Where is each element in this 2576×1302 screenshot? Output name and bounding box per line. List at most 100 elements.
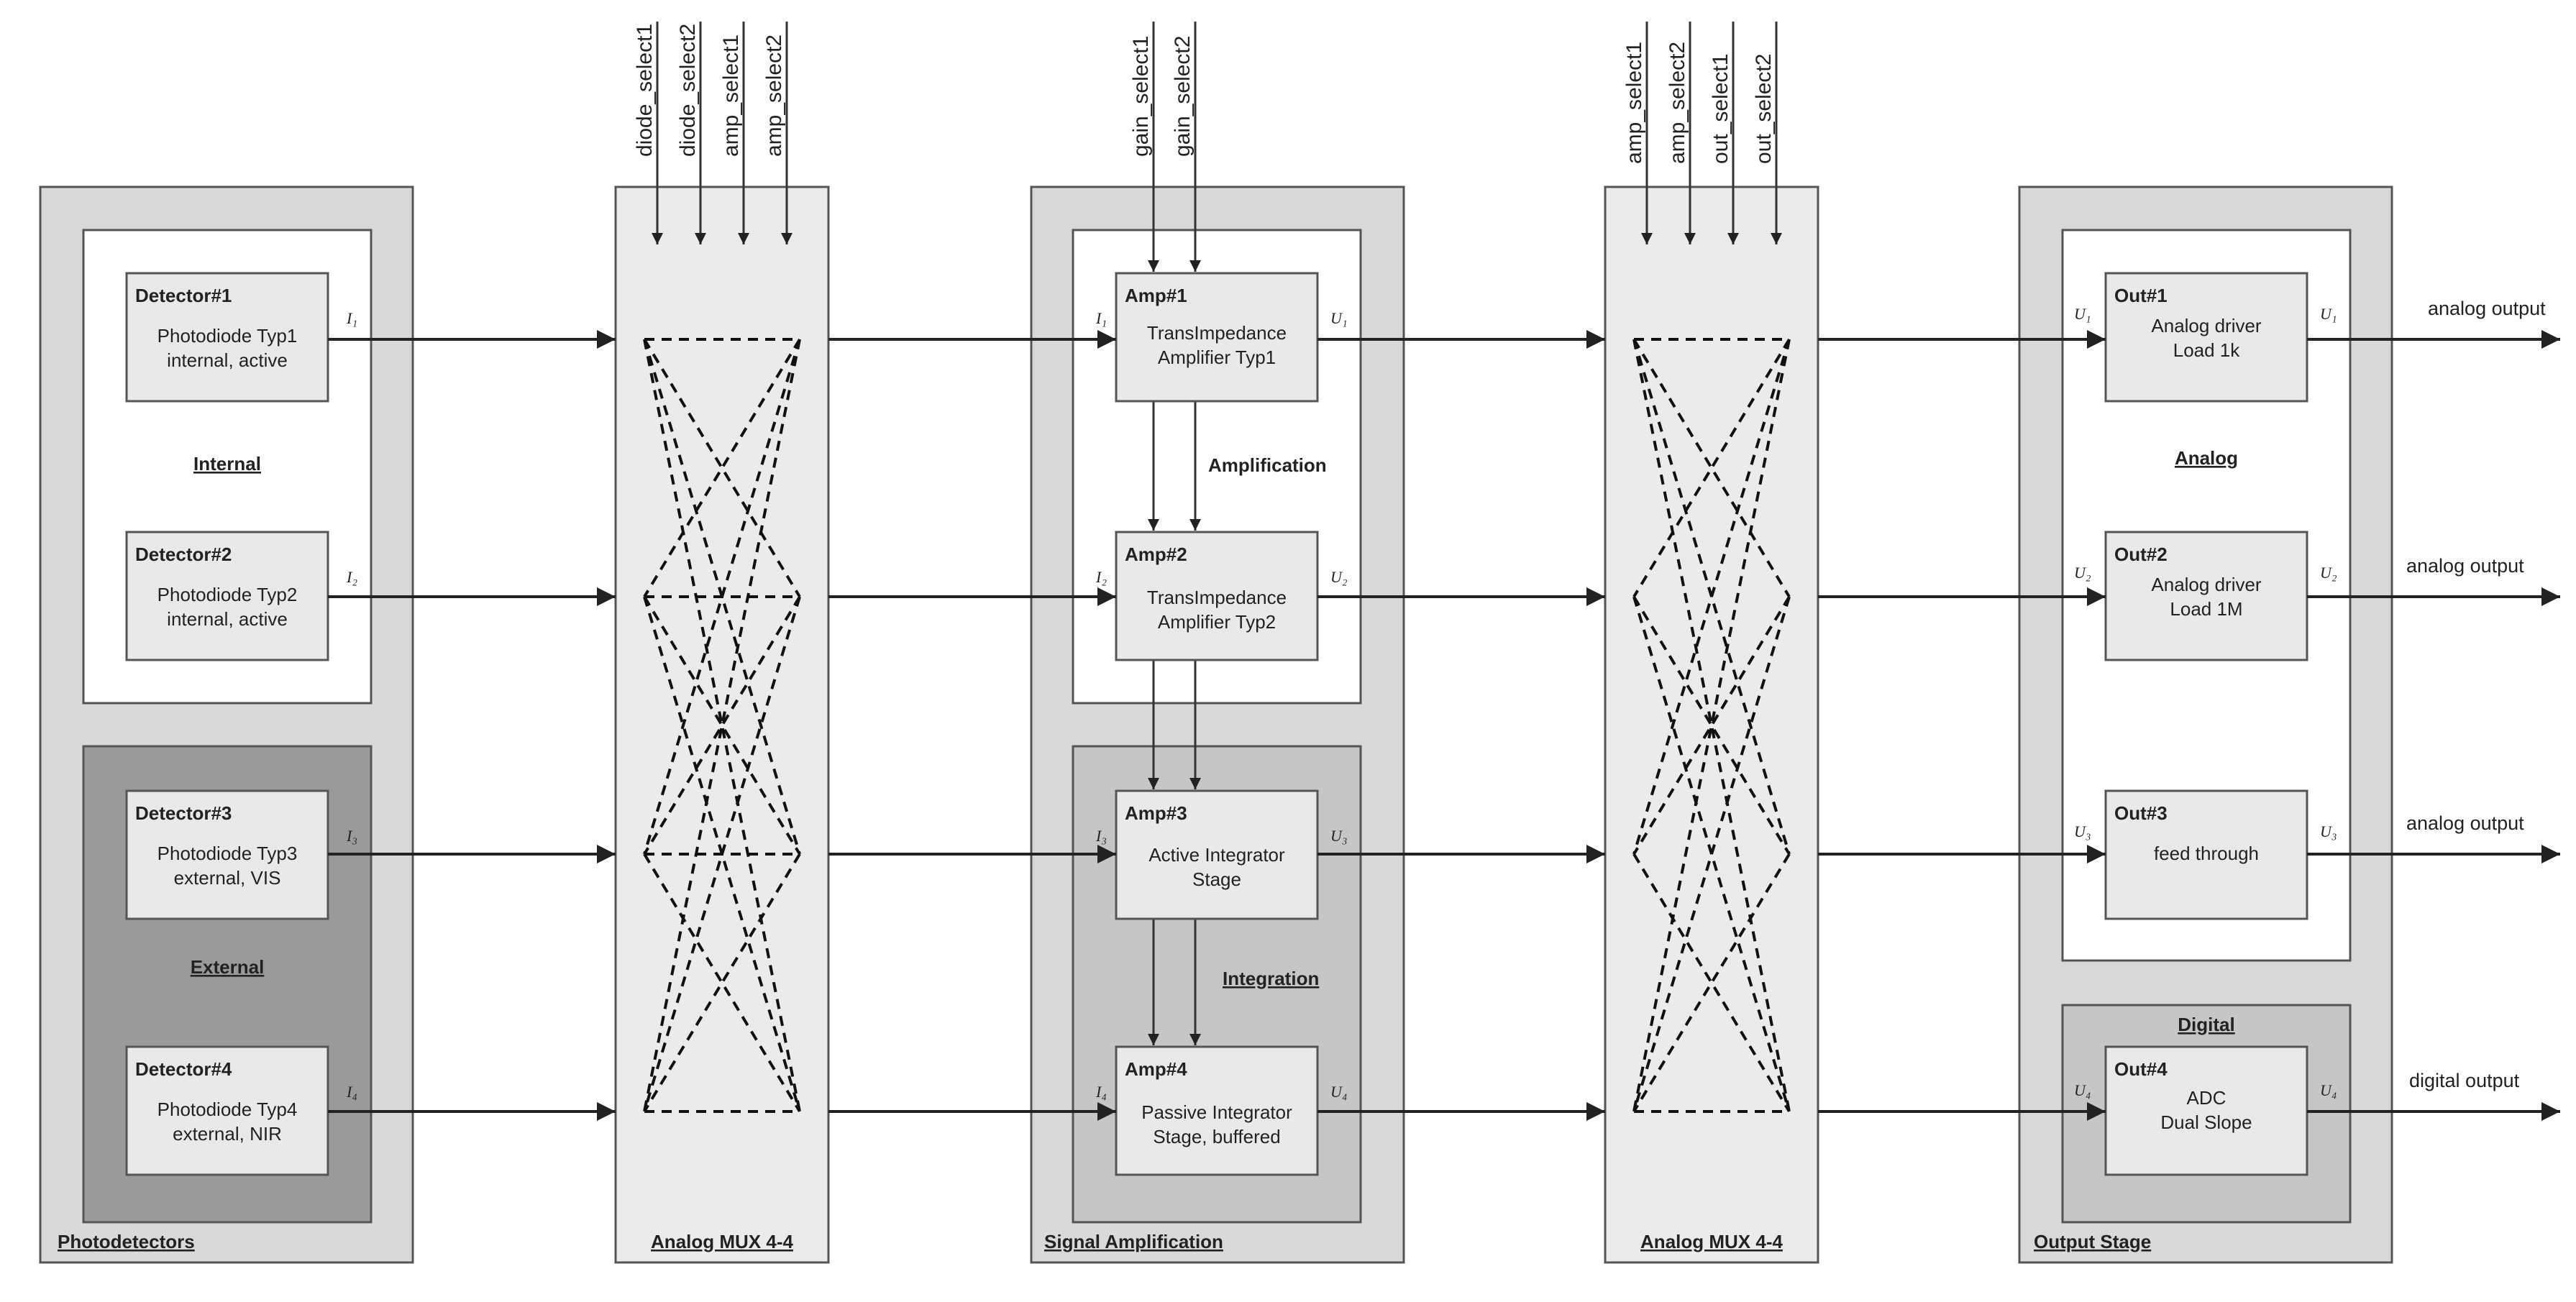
control-label: gain_select2 xyxy=(1171,36,1195,157)
port-label: U₁ xyxy=(2320,305,2337,323)
port-label: I₃ xyxy=(1095,827,1107,845)
control-label: out_select1 xyxy=(1709,54,1732,164)
group-label-external: External xyxy=(191,956,265,978)
mux1-crosspoints xyxy=(643,338,801,1113)
control-label: diode_select2 xyxy=(676,24,700,157)
svg-text:Amp#1: Amp#1 xyxy=(1125,285,1187,306)
port-label: U₄ xyxy=(2320,1081,2337,1099)
port-label: U₁ xyxy=(2074,305,2091,323)
group-label-amplification: Amplification xyxy=(1208,454,1327,476)
port-label: U₃ xyxy=(1330,827,1348,845)
port-label: U₃ xyxy=(2320,822,2337,840)
svg-text:Detector#3: Detector#3 xyxy=(135,802,232,824)
port-label: I₁ xyxy=(346,309,357,327)
control-label: amp_select1 xyxy=(719,35,743,157)
svg-text:Detector#1: Detector#1 xyxy=(135,285,232,306)
svg-text:external, NIR: external, NIR xyxy=(173,1123,282,1145)
output-label-3: analog output xyxy=(2406,812,2524,834)
signal-wires xyxy=(328,330,2560,1121)
detector-block-3: Detector#3 Photodiode Typ3 external, VIS… xyxy=(125,789,357,920)
output-block-2: Out#2 Analog driver Load 1M U₂ U₂ xyxy=(2074,531,2337,661)
port-label: I₂ xyxy=(1095,568,1107,586)
port-label: U₃ xyxy=(2074,822,2091,840)
amp-block-3: Amp#3 Active Integrator Stage I₃ U₃ xyxy=(1095,789,1348,920)
group-label-digital: Digital xyxy=(2178,1014,2234,1035)
port-label: U₄ xyxy=(1330,1083,1348,1101)
amp-control-lines: gain_select1 gain_select2 xyxy=(1129,22,1201,272)
port-label: U₁ xyxy=(1330,309,1348,327)
output-block-4: Out#4 ADC Dual Slope U₄ U₄ xyxy=(2074,1045,2337,1176)
amp-block-2: Amp#2 TransImpedance Amplifier Typ2 I₂ U… xyxy=(1095,531,1348,661)
port-label: U₂ xyxy=(1330,568,1348,586)
detector-block-2: Detector#2 Photodiode Typ2 internal, act… xyxy=(125,531,357,661)
port-label: U₂ xyxy=(2074,564,2091,582)
output-block-3: Out#3 feed through U₃ U₃ xyxy=(2074,789,2337,920)
panel-label-amplification: Signal Amplification xyxy=(1044,1231,1223,1252)
svg-text:Photodiode Typ3: Photodiode Typ3 xyxy=(157,843,298,864)
detector-block-4: Detector#4 Photodiode Typ4 external, NIR… xyxy=(125,1045,357,1176)
group-label-integration: Integration xyxy=(1223,968,1319,989)
svg-text:external, VIS: external, VIS xyxy=(174,867,281,889)
svg-text:Load 1k: Load 1k xyxy=(2173,339,2241,361)
svg-text:Photodiode Typ4: Photodiode Typ4 xyxy=(157,1099,298,1120)
svg-text:Analog driver: Analog driver xyxy=(2151,315,2262,336)
svg-text:Amplifier Typ1: Amplifier Typ1 xyxy=(1158,347,1276,368)
svg-text:Photodiode Typ2: Photodiode Typ2 xyxy=(157,584,298,605)
svg-text:Load 1M: Load 1M xyxy=(2170,598,2242,620)
panel-label-mux1: Analog MUX 4-4 xyxy=(651,1231,793,1252)
output-label-2: analog output xyxy=(2406,555,2524,577)
svg-text:Out#1: Out#1 xyxy=(2114,285,2168,306)
svg-text:Amp#4: Amp#4 xyxy=(1125,1058,1187,1080)
control-label: amp_select2 xyxy=(1666,42,1689,164)
port-label: I₁ xyxy=(1095,309,1107,327)
amp-block-4: Amp#4 Passive Integrator Stage, buffered… xyxy=(1095,1045,1348,1176)
svg-text:Active Integrator: Active Integrator xyxy=(1148,844,1285,866)
svg-text:internal, active: internal, active xyxy=(167,608,288,630)
svg-text:feed through: feed through xyxy=(2154,843,2259,864)
svg-text:Amplifier Typ2: Amplifier Typ2 xyxy=(1158,611,1276,633)
mux2-control-lines: amp_select1 amp_select2 out_select1 out_… xyxy=(1622,22,1782,244)
port-label: I₂ xyxy=(346,568,357,586)
svg-text:Stage, buffered: Stage, buffered xyxy=(1153,1126,1280,1147)
svg-text:TransImpedance: TransImpedance xyxy=(1147,587,1287,608)
control-label: amp_select2 xyxy=(762,35,786,157)
svg-text:Out#4: Out#4 xyxy=(2114,1058,2168,1080)
svg-text:Passive Integrator: Passive Integrator xyxy=(1141,1101,1292,1123)
mux1-control-lines: diode_select1 diode_select2 amp_select1 … xyxy=(633,22,793,244)
amp-block-1: Amp#1 TransImpedance Amplifier Typ1 I₁ U… xyxy=(1095,272,1348,403)
group-label-analog: Analog xyxy=(2175,447,2238,469)
amp-interconnects xyxy=(1148,401,1201,1045)
svg-text:Analog driver: Analog driver xyxy=(2151,574,2262,595)
mux2-crosspoints xyxy=(1632,338,1791,1113)
svg-text:Out#2: Out#2 xyxy=(2114,544,2168,565)
output-block-1: Out#1 Analog driver Load 1k U₁ U₁ xyxy=(2074,272,2337,403)
control-label: out_select2 xyxy=(1752,54,1776,164)
svg-text:Photodiode Typ1: Photodiode Typ1 xyxy=(157,325,298,347)
port-label: U₂ xyxy=(2320,564,2337,582)
svg-text:Dual Slope: Dual Slope xyxy=(2160,1111,2252,1133)
control-label: amp_select1 xyxy=(1622,42,1646,164)
svg-text:Detector#2: Detector#2 xyxy=(135,544,232,565)
svg-text:TransImpedance: TransImpedance xyxy=(1147,322,1287,344)
panel-label-photodetectors: Photodetectors xyxy=(58,1231,195,1252)
port-label: I₄ xyxy=(346,1083,357,1101)
mux2-panel: Analog MUX 4-4 xyxy=(1604,185,1819,1264)
panel-label-mux2: Analog MUX 4-4 xyxy=(1640,1231,1783,1252)
mux1-panel: Analog MUX 4-4 xyxy=(614,185,830,1264)
panel-label-output-stage: Output Stage xyxy=(2034,1231,2151,1252)
control-label: diode_select1 xyxy=(633,24,657,157)
svg-text:ADC: ADC xyxy=(2187,1087,2226,1109)
output-signal-labels: analog output analog output analog outpu… xyxy=(2406,298,2546,1091)
svg-text:Stage: Stage xyxy=(1192,868,1241,890)
port-label: I₄ xyxy=(1095,1083,1107,1101)
detector-block-1: Detector#1 Photodiode Typ1 internal, act… xyxy=(125,272,357,403)
svg-text:Detector#4: Detector#4 xyxy=(135,1058,232,1080)
port-label: U₄ xyxy=(2074,1081,2091,1099)
svg-text:internal, active: internal, active xyxy=(167,349,288,371)
svg-text:Out#3: Out#3 xyxy=(2114,802,2168,824)
group-label-internal: Internal xyxy=(193,453,261,475)
output-label-1: analog output xyxy=(2428,298,2546,319)
port-label: I₃ xyxy=(346,827,357,845)
svg-text:Amp#3: Amp#3 xyxy=(1125,802,1187,824)
